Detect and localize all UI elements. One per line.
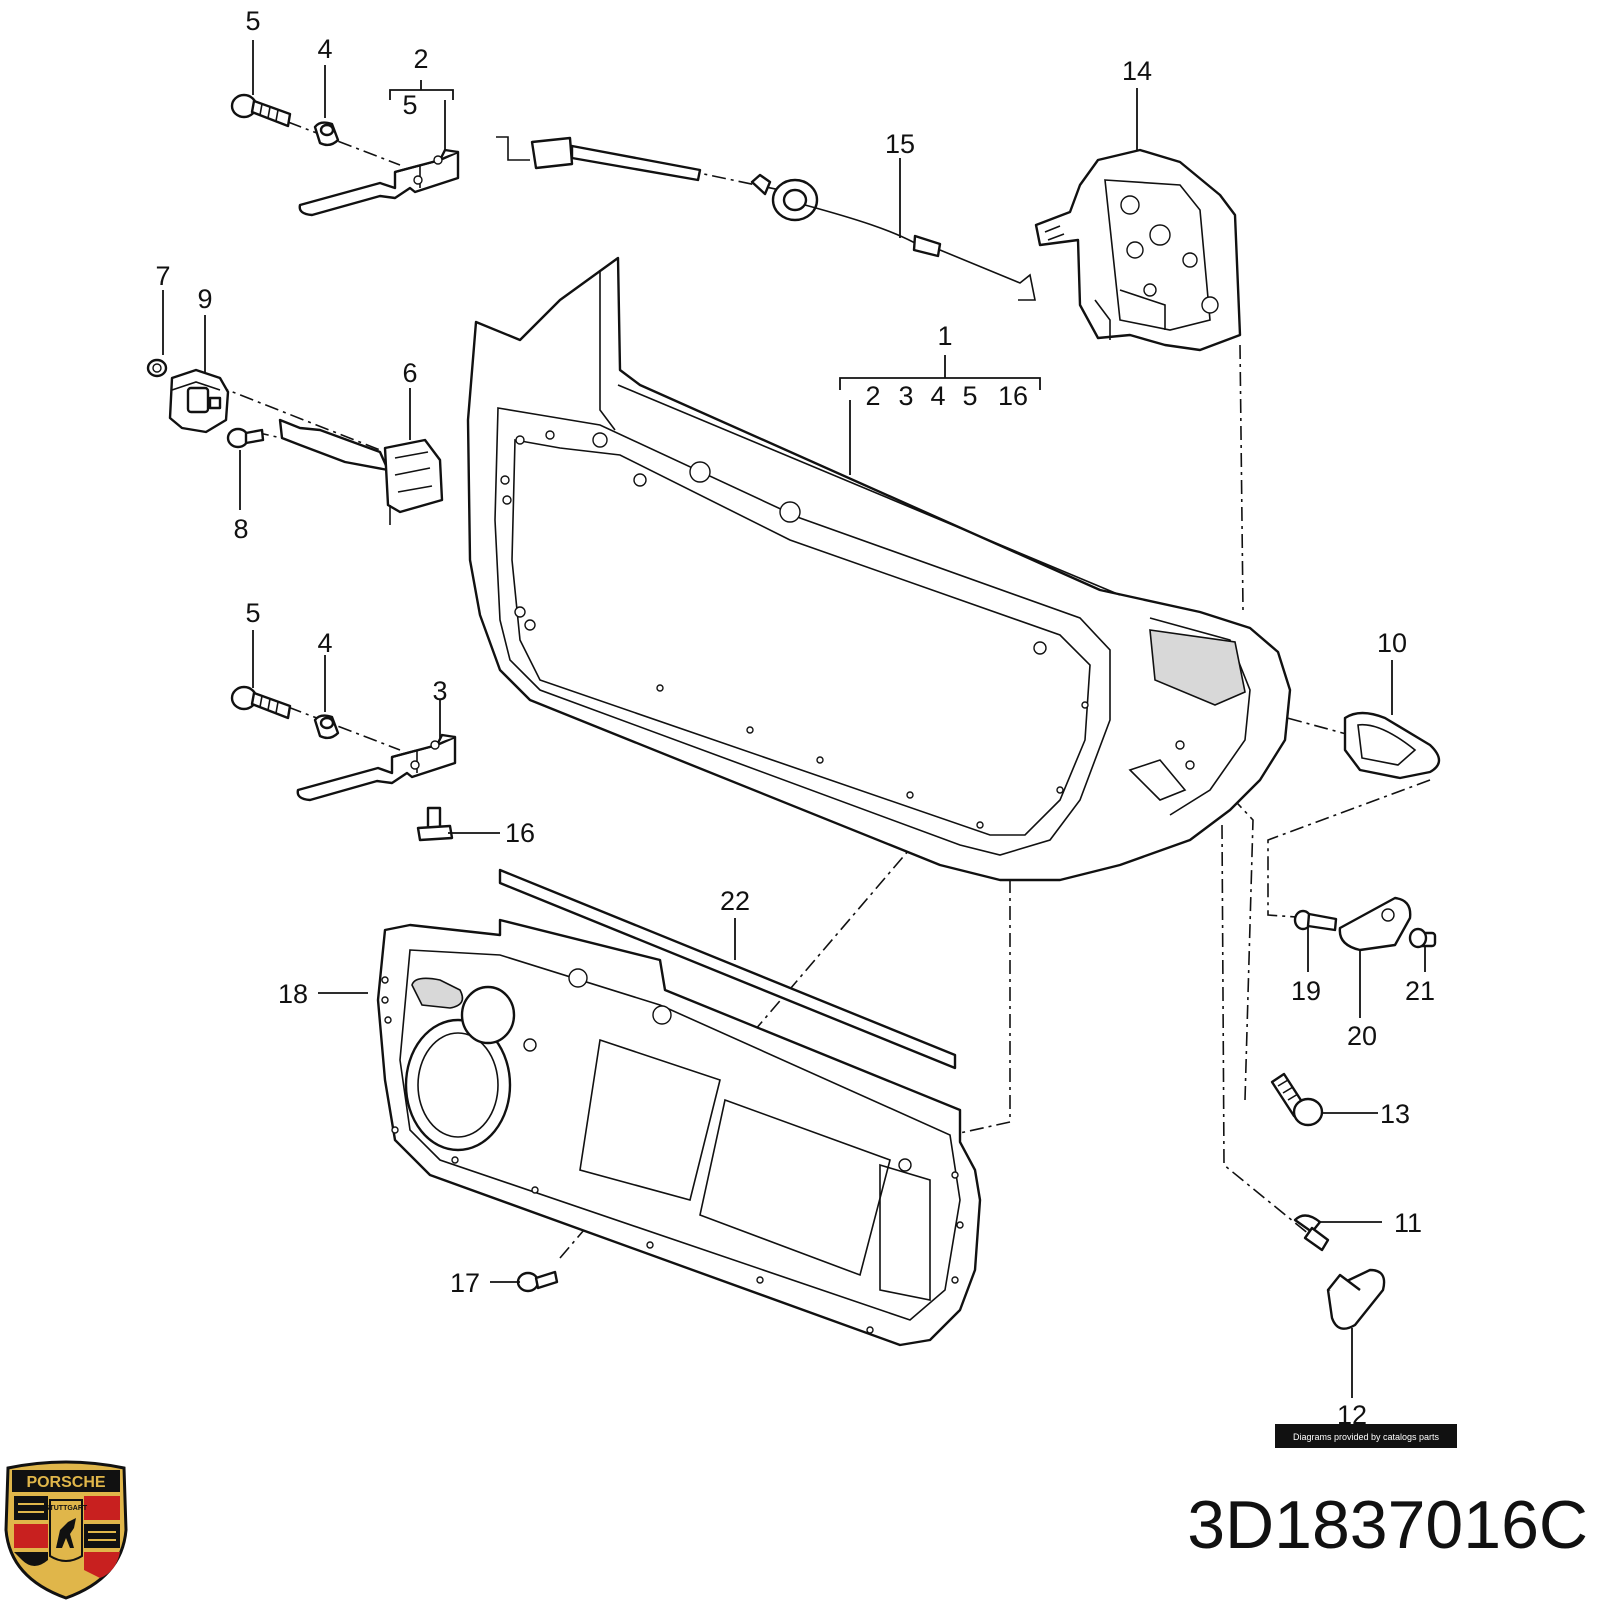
callout-22: 22 bbox=[720, 886, 750, 916]
callout-16: 16 bbox=[505, 818, 535, 848]
part-handle-cover bbox=[1343, 711, 1441, 780]
callout-5-upper: 5 bbox=[245, 6, 260, 36]
part-check-strap bbox=[278, 418, 444, 525]
part-bolt-8 bbox=[226, 427, 265, 449]
part-pin-21 bbox=[1408, 927, 1437, 949]
callout-1-sub-4: 4 bbox=[930, 381, 945, 411]
part-release-cable bbox=[496, 136, 1036, 301]
callout-10: 10 bbox=[1377, 628, 1407, 658]
callout-2-sub-5: 5 bbox=[402, 90, 417, 120]
callout-18: 18 bbox=[278, 979, 308, 1009]
callout-17: 17 bbox=[450, 1268, 480, 1298]
callout-11: 11 bbox=[1394, 1208, 1422, 1238]
callout-1-sub-3: 3 bbox=[898, 381, 913, 411]
callout-1-sub-16: 16 bbox=[998, 381, 1028, 411]
callout-6: 6 bbox=[402, 358, 417, 388]
part-bolt-5-lower bbox=[230, 685, 292, 720]
part-door-check-lower bbox=[296, 733, 457, 802]
part-inner-panel bbox=[376, 918, 982, 1347]
callout-20: 20 bbox=[1347, 1021, 1377, 1051]
callout-21: 21 bbox=[1405, 976, 1435, 1006]
part-nut-7 bbox=[146, 358, 168, 378]
callout-4-lower: 4 bbox=[317, 628, 332, 658]
crest-city-text: STUTTGART bbox=[45, 1505, 88, 1512]
part-bolt-5-upper bbox=[230, 93, 292, 128]
callout-2: 2 bbox=[413, 44, 428, 74]
callout-9: 9 bbox=[197, 284, 212, 314]
leader-lines bbox=[162, 40, 1426, 1398]
callout-13: 13 bbox=[1380, 1099, 1410, 1129]
part-screw-11 bbox=[1293, 1214, 1330, 1252]
part-door-lock bbox=[1034, 148, 1242, 352]
callout-labels: 5 4 2 5 14 15 7 9 6 8 1 2 3 4 5 16 5 4 3… bbox=[155, 6, 1435, 1430]
callout-1-sub-2: 2 bbox=[865, 381, 880, 411]
part-bolt-19 bbox=[1293, 909, 1338, 932]
part-bolt-16 bbox=[416, 806, 454, 842]
callout-5-lower: 5 bbox=[245, 598, 260, 628]
part-door-shell bbox=[466, 256, 1292, 882]
callout-4-upper: 4 bbox=[317, 34, 332, 64]
porsche-crest-logo: PORSCHE STUTTGART bbox=[4, 1460, 128, 1600]
part-bushing-4-lower bbox=[313, 714, 340, 740]
callout-1-sub-5: 5 bbox=[962, 381, 977, 411]
part-number: 3D1837016C bbox=[1187, 1487, 1588, 1563]
part-striker-plate bbox=[168, 368, 230, 434]
callout-19: 19 bbox=[1291, 976, 1321, 1006]
part-window-seal bbox=[498, 868, 957, 1070]
part-bracket-12 bbox=[1326, 1268, 1386, 1330]
credit-text: Diagrams provided by catalogs parts bbox=[1293, 1432, 1440, 1442]
crest-brand-text: PORSCHE bbox=[26, 1474, 105, 1491]
callout-15: 15 bbox=[885, 129, 915, 159]
part-bushing-4-upper bbox=[313, 121, 340, 147]
callout-14: 14 bbox=[1122, 56, 1152, 86]
part-bolt-13 bbox=[1270, 1072, 1324, 1127]
part-screw-17 bbox=[516, 1270, 559, 1293]
callout-1: 1 bbox=[937, 321, 952, 351]
callout-3: 3 bbox=[432, 676, 447, 706]
callout-8: 8 bbox=[233, 514, 248, 544]
part-bracket-20 bbox=[1338, 896, 1412, 952]
part-door-check-upper bbox=[298, 148, 460, 217]
credit-badge: Diagrams provided by catalogs parts bbox=[1275, 1424, 1457, 1448]
callout-7: 7 bbox=[155, 261, 170, 291]
